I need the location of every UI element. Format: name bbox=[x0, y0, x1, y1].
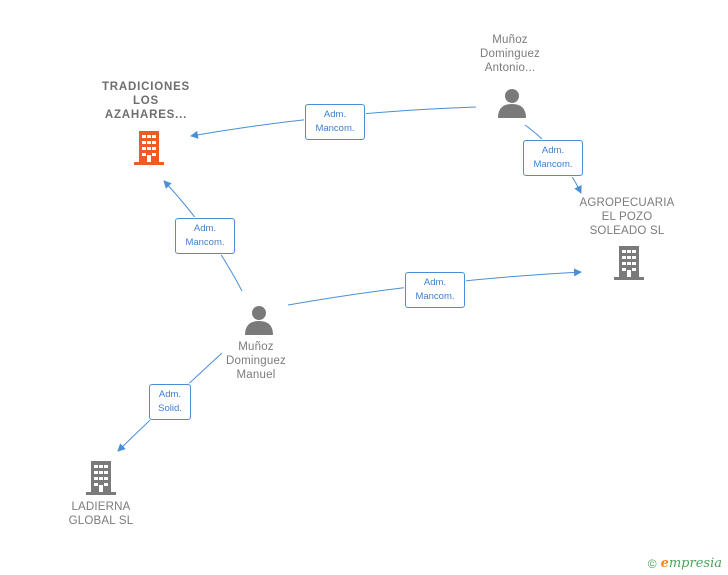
node-label-agropecuaria[interactable]: AGROPECUARIA EL POZO SOLEADO SL bbox=[579, 197, 675, 237]
edge-label-line2: Solid. bbox=[158, 403, 182, 414]
edge-label-line2: Mancom. bbox=[415, 291, 455, 302]
building-icon[interactable] bbox=[134, 131, 164, 165]
edge-label-line2: Mancom. bbox=[315, 123, 355, 134]
node-label-manuel[interactable]: Muñoz Dominguez Manuel bbox=[226, 341, 286, 381]
edge-label-antonio-tradiciones[interactable]: Adm. Mancom. bbox=[305, 104, 365, 140]
node-label-ladierna[interactable]: LADIERNA GLOBAL SL bbox=[68, 501, 134, 527]
building-icon[interactable] bbox=[86, 461, 116, 495]
person-icon[interactable] bbox=[497, 88, 527, 118]
node-label-tradiciones[interactable]: TRADICIONES LOS AZAHARES... bbox=[101, 81, 191, 121]
edge-label-line1: Adm. bbox=[423, 277, 447, 288]
edge-label-line1: Adm. bbox=[323, 109, 347, 120]
edge-label-line1: Adm. bbox=[158, 389, 182, 400]
edge-label-line1: Adm. bbox=[541, 145, 565, 156]
edge-label-line1: Adm. bbox=[193, 223, 217, 234]
building-icon[interactable] bbox=[614, 246, 644, 280]
edge-label-manuel-ladierna[interactable]: Adm. Solid. bbox=[149, 384, 191, 420]
edge-label-line2: Mancom. bbox=[185, 237, 225, 248]
edge-label-line2: Mancom. bbox=[533, 159, 573, 170]
edge-label-manuel-agropecuaria[interactable]: Adm. Mancom. bbox=[405, 272, 465, 308]
copyright-footer: © empresia bbox=[648, 556, 722, 571]
brand-logo: empresia bbox=[660, 556, 722, 571]
edge-label-antonio-agropecuaria[interactable]: Adm. Mancom. bbox=[523, 140, 583, 176]
copyright-icon: © bbox=[647, 556, 657, 571]
node-label-antonio[interactable]: Muñoz Dominguez Antonio... bbox=[480, 34, 540, 74]
person-icon[interactable] bbox=[244, 305, 274, 335]
edge-label-manuel-tradiciones[interactable]: Adm. Mancom. bbox=[175, 218, 235, 254]
